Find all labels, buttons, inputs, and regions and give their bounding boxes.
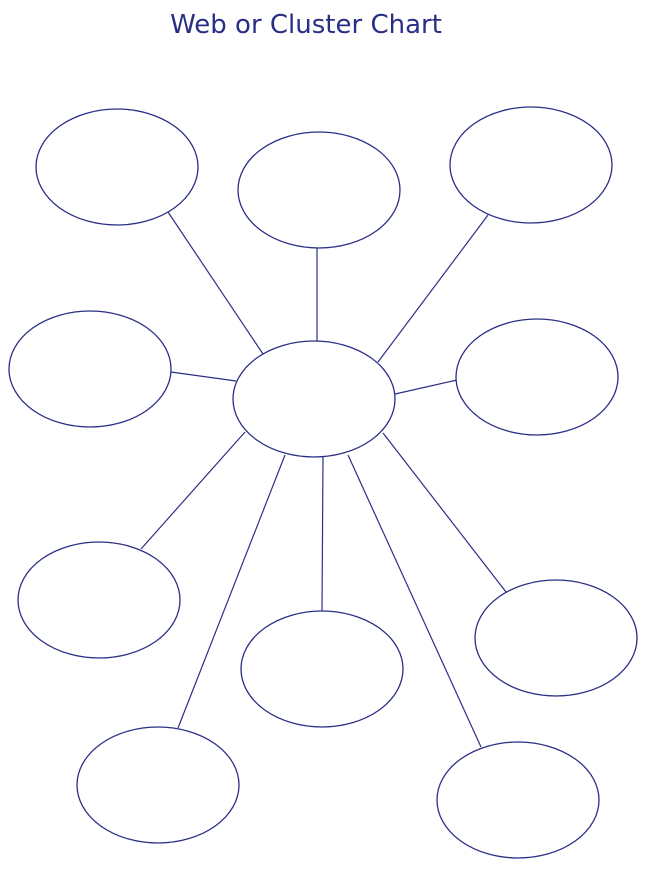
connector-lower-right	[382, 432, 507, 593]
nodes	[8, 106, 638, 859]
node-middle-right[interactable]	[455, 318, 619, 436]
connector-bottom-right	[347, 454, 482, 748]
node-lower-left[interactable]	[17, 541, 181, 659]
node-lower-right[interactable]	[474, 579, 638, 697]
node-lower-middle[interactable]	[240, 610, 404, 728]
node-bottom-left[interactable]	[76, 726, 240, 844]
node-top-left[interactable]	[35, 108, 199, 226]
connector-middle-left	[170, 371, 237, 382]
node-center[interactable]	[232, 340, 396, 458]
node-top-middle[interactable]	[237, 131, 401, 249]
connector-top-left	[167, 211, 264, 355]
node-bottom-right[interactable]	[436, 741, 600, 859]
connector-bottom-left	[177, 454, 286, 729]
connector-top-right	[377, 214, 489, 363]
node-top-right[interactable]	[449, 106, 613, 224]
connector-lower-left	[140, 431, 246, 550]
connectors	[140, 211, 507, 748]
page-title: Web or Cluster Chart	[170, 10, 442, 40]
node-middle-left[interactable]	[8, 310, 172, 428]
connector-lower-middle	[321, 456, 324, 612]
connector-middle-right	[394, 379, 458, 395]
